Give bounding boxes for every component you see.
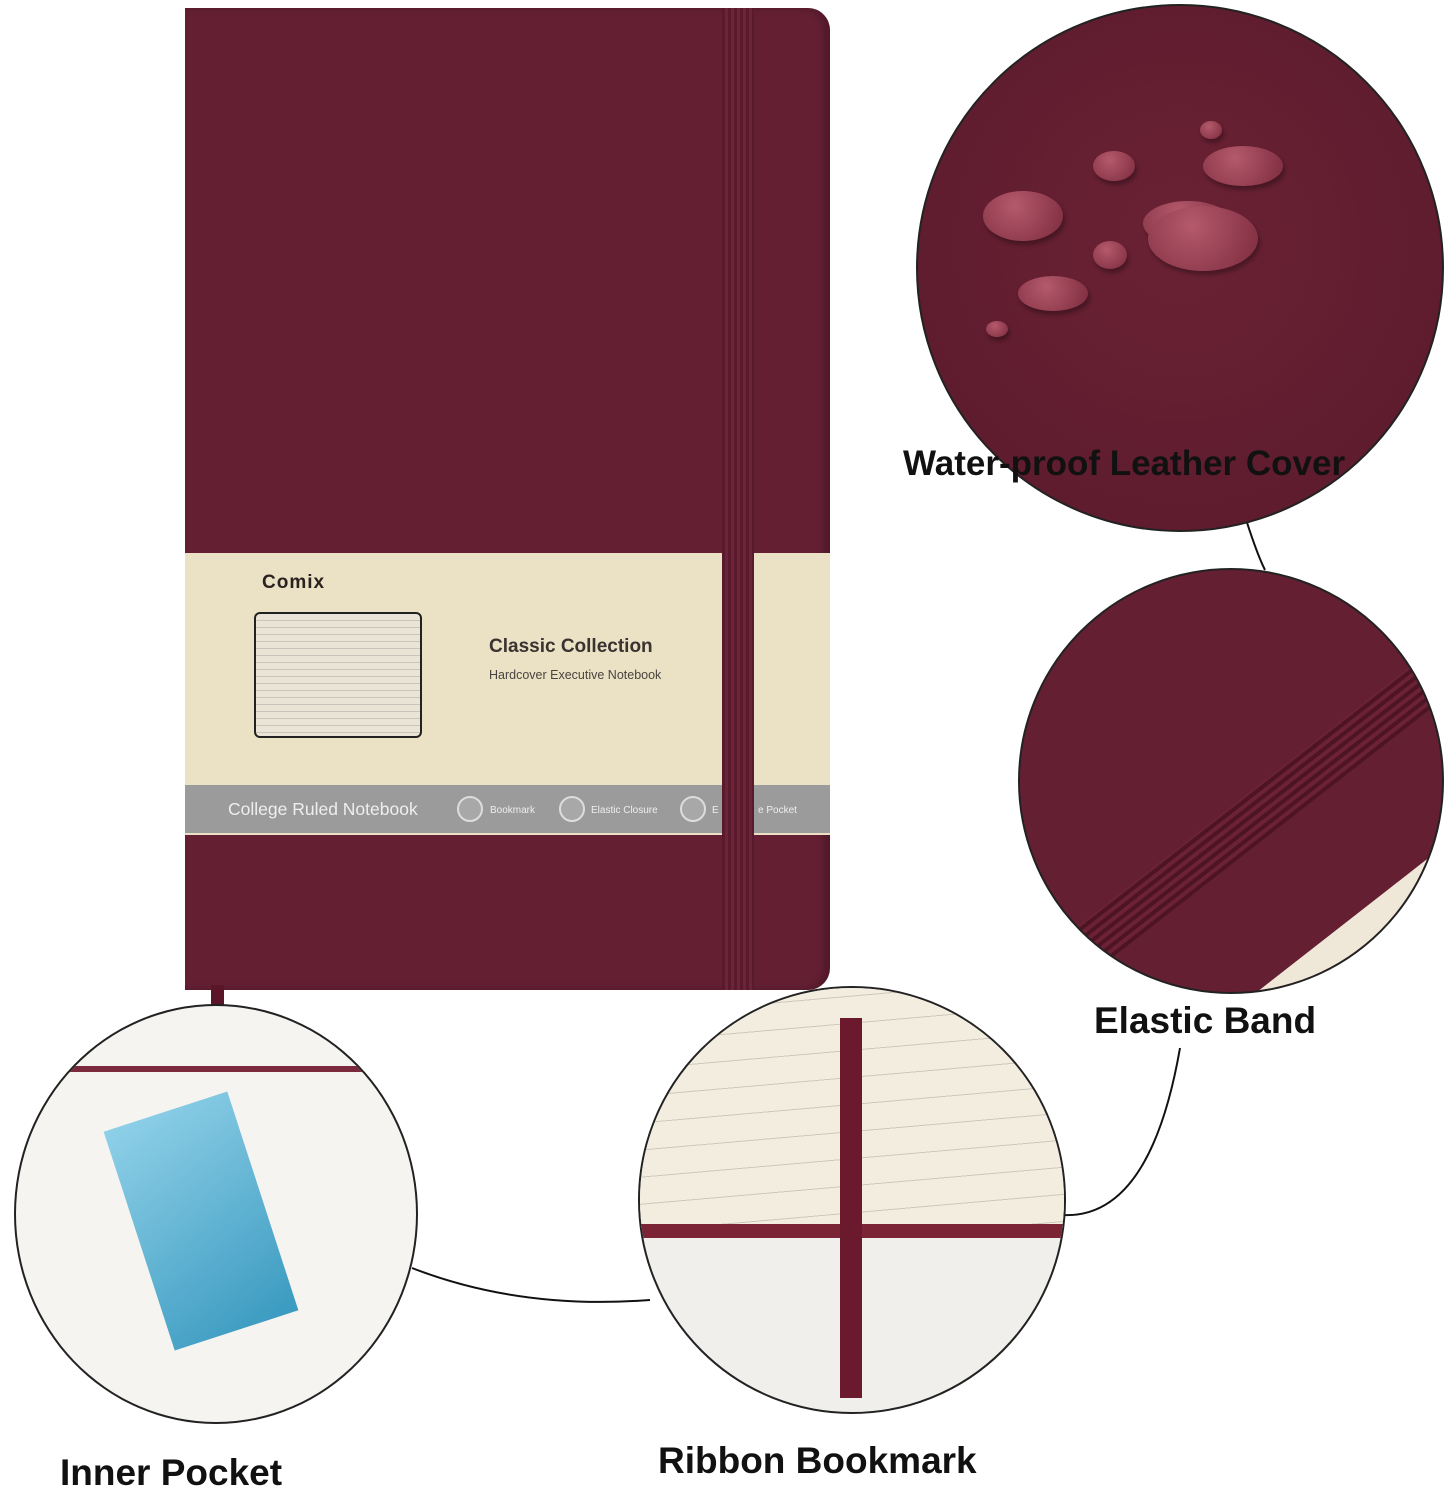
- pocket-label: Inner Pocket: [60, 1452, 283, 1493]
- elastic-band: [722, 8, 754, 990]
- ribbon-label: Ribbon Bookmark: [658, 1440, 977, 1481]
- feature-label: Elastic Closure: [591, 805, 658, 816]
- open-book-illustration: [254, 612, 422, 738]
- bookmark-icon: [457, 796, 483, 822]
- cover-label: Water-proof Leather Cover: [903, 444, 1346, 483]
- elastic-closeup: [1018, 568, 1444, 994]
- ruling-label: College Ruled Notebook: [228, 799, 418, 819]
- cover-closeup: [916, 4, 1444, 532]
- brand-logo: Comix: [262, 572, 326, 593]
- pocket-icon: [680, 796, 706, 822]
- elastic-label: Elastic Band: [1094, 1000, 1317, 1041]
- feature-label: E: [712, 805, 719, 816]
- feature-label: e Pocket: [758, 805, 797, 816]
- feature-label: Bookmark: [490, 805, 536, 816]
- elastic-closure-icon: [559, 796, 585, 822]
- band-subtitle: Hardcover Executive Notebook: [489, 668, 662, 682]
- band-title: Classic Collection: [489, 636, 653, 657]
- pocket-closeup: [14, 1004, 418, 1424]
- ribbon-closeup: [638, 986, 1066, 1414]
